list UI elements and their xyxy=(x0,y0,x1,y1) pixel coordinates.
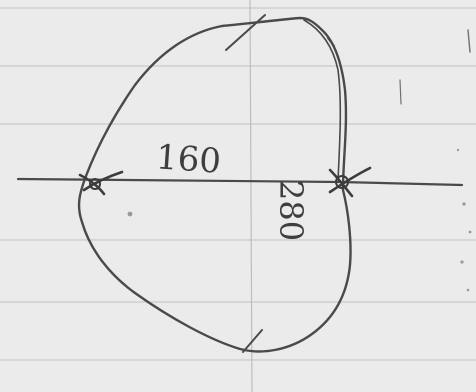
speck xyxy=(456,148,460,152)
bottom-tick-mark xyxy=(242,329,263,353)
vertical-fold-line xyxy=(249,0,253,392)
top-tick-mark xyxy=(225,14,266,51)
speck xyxy=(466,288,470,292)
speck xyxy=(460,260,464,264)
upper-right-tick xyxy=(327,37,335,47)
paper-specks xyxy=(127,148,472,292)
right-cross-dot xyxy=(335,175,349,189)
margin-mark xyxy=(399,79,402,105)
margin-mark xyxy=(467,29,471,53)
left-cross-stroke xyxy=(82,170,124,192)
right-cross-stroke xyxy=(328,166,372,194)
speck xyxy=(462,202,466,206)
left-cross-dot xyxy=(89,178,101,190)
right-label: 280 xyxy=(272,180,310,241)
right-edge-retrace xyxy=(303,19,342,181)
right-crossing-marker xyxy=(328,166,372,198)
left-crossing-marker xyxy=(78,170,124,196)
speck xyxy=(127,211,133,217)
left-label: 160 xyxy=(155,137,223,181)
right-cross-stroke xyxy=(328,168,354,198)
speck xyxy=(468,230,472,234)
closed-loop-curve xyxy=(77,16,352,353)
